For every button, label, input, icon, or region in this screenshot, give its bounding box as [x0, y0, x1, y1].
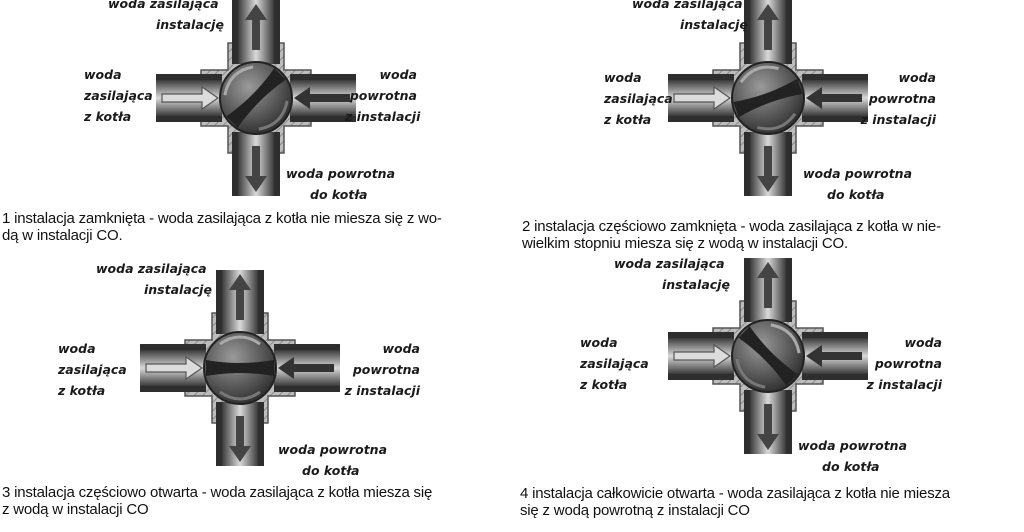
flow-arrows — [673, 4, 862, 192]
valve-svg-4 — [668, 258, 868, 454]
flow-arrows — [145, 274, 334, 462]
valve-svg-1 — [156, 0, 356, 196]
caption-3: 3 instalacja częściowo otwarta - woda za… — [2, 484, 433, 518]
rotor-vane — [206, 335, 274, 401]
valve-svg-3 — [140, 270, 340, 466]
caption-1: 1 instalacja zamknięta - woda zasilająca… — [2, 210, 442, 244]
rotor-vane — [223, 65, 289, 131]
caption-2: 2 instalacja częściowo zamknięta - woda … — [522, 218, 941, 252]
caption-4: 4 instalacja całkowicie otwarta - woda z… — [520, 485, 950, 519]
rotor-vane — [733, 65, 803, 131]
flow-arrows — [161, 4, 350, 192]
valve-svg-2 — [668, 0, 868, 196]
flow-arrows — [673, 262, 862, 450]
rotor-vane — [735, 323, 801, 389]
